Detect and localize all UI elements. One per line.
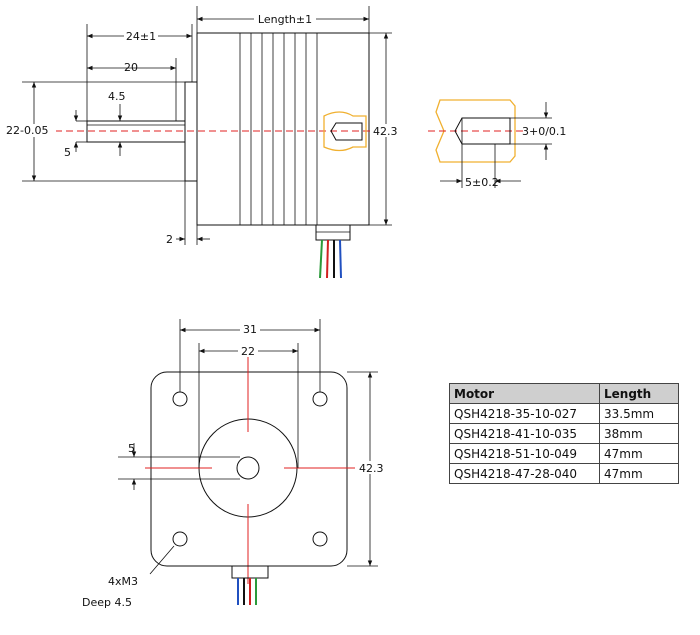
motor-length-table: Motor Length QSH4218-35-10-027 33.5mm QS… (449, 383, 679, 484)
dim-20-label: 20 (124, 61, 138, 74)
cell-motor: QSH4218-47-28-040 (449, 463, 600, 484)
cell-length: 33.5mm (599, 403, 679, 424)
connector-front (231, 565, 269, 579)
front-view: 31 22 5 42.3 4xM3 Deep 4.5 (82, 319, 387, 609)
dim-52-label: 5±0.2 (465, 176, 499, 189)
deep-label: Deep 4.5 (82, 596, 132, 609)
dim-45-label: 4.5 (108, 90, 126, 103)
cell-length: 47mm (599, 463, 679, 484)
col-header-length: Length (599, 383, 679, 404)
mount-hole-tl (172, 391, 188, 407)
flange-boss (198, 418, 298, 518)
dim-2-label: 2 (166, 233, 173, 246)
motor-front-face (150, 371, 348, 567)
table-row: QSH4218-41-10-035 38mm (449, 423, 679, 444)
shaft-detail: 3+0/0.1 5±0.2 (428, 99, 566, 189)
col-header-motor: Motor (449, 383, 600, 404)
cell-length: 38mm (599, 423, 679, 444)
cell-motor: QSH4218-51-10-049 (449, 443, 600, 464)
cell-length: 47mm (599, 443, 679, 464)
dim-22-005-label: 22-0.05 (6, 124, 48, 137)
dim-5-label: 5 (64, 146, 71, 159)
shaft-side (86, 120, 186, 143)
table-row: QSH4218-47-28-040 47mm (449, 463, 679, 484)
dim-423-side-label: 42.3 (373, 125, 398, 138)
dim-24-label: 24±1 (126, 30, 156, 43)
detail-highlight-side (323, 111, 367, 152)
length-label: Length±1 (258, 13, 312, 26)
dim-423-front-label: 42.3 (359, 462, 384, 475)
motor-body-side (196, 32, 370, 226)
table-row: QSH4218-51-10-049 47mm (449, 443, 679, 464)
dim-31-label: 31 (243, 323, 257, 336)
detail-shaft (454, 117, 511, 145)
side-view: Length±1 24±1 20 4.5 5 22-0.05 42.3 (4, 6, 401, 279)
shaft-end-detail (330, 122, 363, 141)
dim-22-label: 22 (241, 345, 255, 358)
screw-label: 4xM3 (108, 575, 138, 588)
cell-motor: QSH4218-35-10-027 (449, 403, 600, 424)
table-header-row: Motor Length (449, 383, 679, 404)
mount-hole-tr (312, 391, 328, 407)
mount-hole-bl (172, 531, 188, 547)
table-row: QSH4218-35-10-027 33.5mm (449, 403, 679, 424)
connector-side (315, 224, 351, 241)
mount-hole-br (312, 531, 328, 547)
shaft-front (236, 456, 260, 480)
detail-highlight (435, 99, 516, 163)
dim-3-label: 3+0/0.1 (522, 125, 566, 138)
cell-motor: QSH4218-41-10-035 (449, 423, 600, 444)
cooling-fins (239, 33, 318, 225)
dim-5-front-label: 5 (128, 442, 135, 455)
